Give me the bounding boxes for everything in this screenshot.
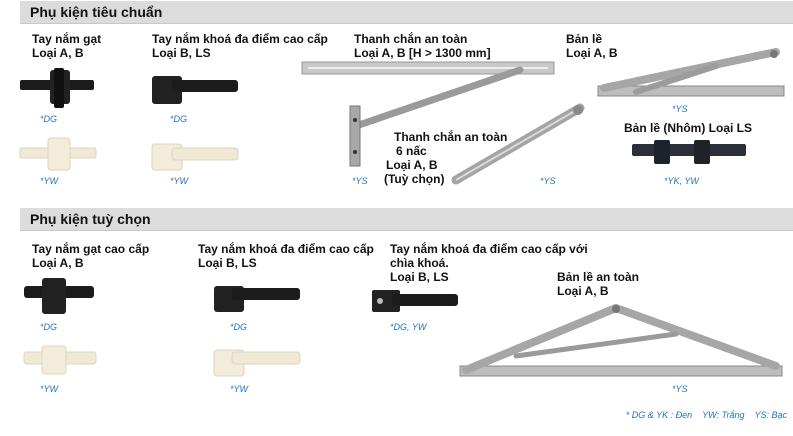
opt-safety-hinge-name: Bản lề an toàn Loại A, B	[557, 270, 640, 298]
keyed-multipoint-handle-image	[372, 290, 458, 312]
aluminium-hinge-image	[632, 140, 746, 164]
white-multipoint-premium-image	[213, 349, 301, 377]
std-multipoint-black-code: *DG	[170, 114, 188, 124]
std-safety-stay-code: *YS	[352, 176, 368, 186]
legend-ys: YS: Bạc	[754, 410, 787, 420]
opt-premium-lever-white-code: *YW	[40, 384, 58, 394]
standard-section-header: Phụ kiện tiêu chuẩn	[20, 1, 793, 24]
std-multipoint-handle-name: Tay nắm khoá đa điểm cao cấp Loại B, LS	[152, 32, 328, 60]
opt-keyed-multipoint-code: *DG, YW	[390, 322, 427, 332]
black-premium-lever-image	[24, 278, 94, 314]
std-multipoint-white-code: *YW	[170, 176, 188, 186]
black-multipoint-premium-image	[214, 286, 300, 312]
opt-safety-hinge-code: *YS	[672, 384, 688, 394]
color-legend: * DG & YK : Đen YW: Trắng YS: Bạc	[626, 410, 787, 420]
friction-hinge-image	[597, 48, 785, 97]
std-hinge-code: *YS	[672, 104, 688, 114]
std-six-step-stay-code: *YS	[540, 176, 556, 186]
legend-dg-yk: * DG & YK : Đen	[625, 410, 693, 420]
std-safety-stay-name: Thanh chắn an toàn Loại A, B [H > 1300 m…	[354, 32, 491, 60]
six-step-stay-image	[451, 103, 585, 185]
white-premium-lever-image	[23, 345, 97, 375]
std-lever-handle-name: Tay nắm gạt Loại A, B	[32, 32, 102, 60]
standard-section-title: Phụ kiện tiêu chuẩn	[30, 4, 163, 20]
optional-section-header: Phụ kiện tuỳ chọn	[20, 208, 793, 231]
std-lever-white-code: *YW	[40, 176, 58, 186]
legend-yw: YW: Trắng	[702, 410, 745, 420]
safety-stay-image	[301, 61, 555, 167]
opt-multipoint-black-code: *DG	[230, 322, 248, 332]
std-aluminium-hinge-name: Bản lề (Nhôm) Loại LS	[624, 121, 753, 135]
opt-keyed-multipoint-name: Tay nắm khoá đa điểm cao cấp với chìa kh…	[390, 242, 588, 284]
std-aluminium-hinge-code: *YK, YW	[664, 176, 699, 186]
std-six-step-stay-name: Thanh chắn an toàn 6 nấc Loại A, B (Tuỳ …	[384, 130, 508, 186]
white-multipoint-handle-image	[151, 143, 239, 171]
black-multipoint-handle-image	[152, 76, 238, 104]
optional-section-title: Phụ kiện tuỳ chọn	[30, 211, 151, 227]
white-lever-handle-image	[19, 137, 97, 171]
opt-premium-lever-black-code: *DG	[40, 322, 58, 332]
std-hinge-name: Bản lề Loại A, B	[566, 32, 618, 60]
opt-multipoint-white-code: *YW	[230, 384, 248, 394]
black-lever-handle-image	[20, 68, 94, 108]
opt-multipoint-handle-name: Tay nắm khoá đa điểm cao cấp Loại B, LS	[198, 242, 374, 270]
std-lever-black-code: *DG	[40, 114, 58, 124]
opt-premium-lever-name: Tay nắm gạt cao cấp Loại A, B	[32, 242, 150, 270]
safety-hinge-image	[459, 304, 783, 377]
